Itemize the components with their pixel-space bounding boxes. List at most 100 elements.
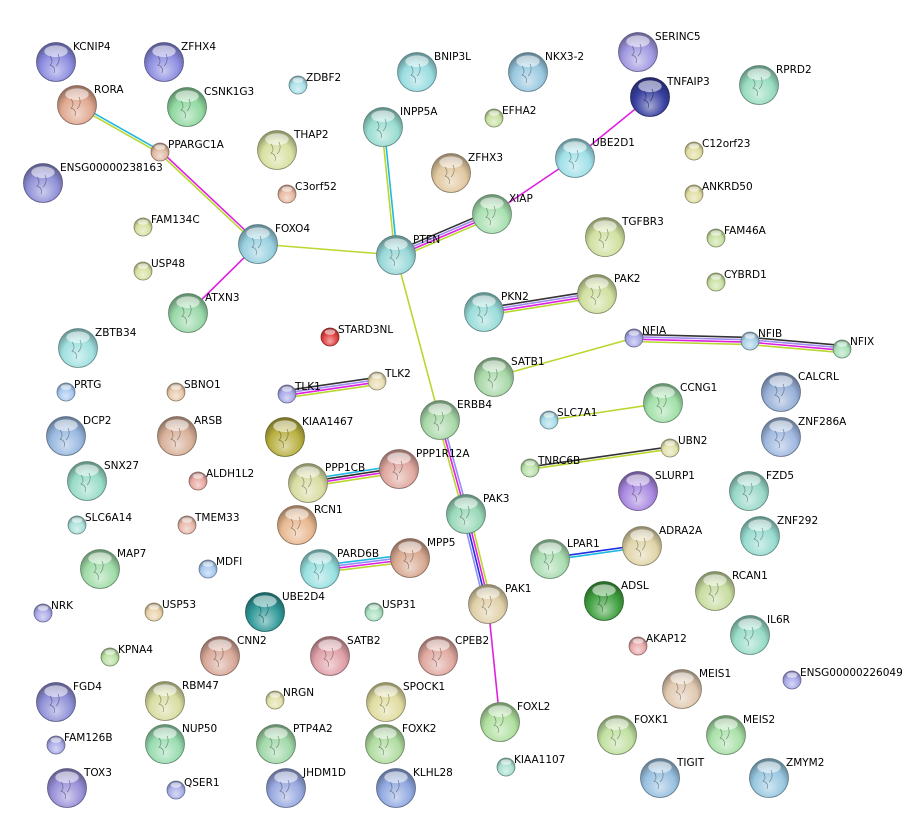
- node-jhdm1d[interactable]: JHDM1D: [266, 767, 346, 808]
- edge-nfia-nfib[interactable]: [633, 333, 751, 346]
- node-pkn2[interactable]: PKN2: [464, 291, 529, 332]
- edge-foxo4-pten[interactable]: [257, 243, 397, 256]
- node-arsb[interactable]: ARSB: [157, 415, 223, 456]
- node-meis2[interactable]: MEIS2: [706, 714, 776, 755]
- node-satb1[interactable]: SATB1: [474, 356, 545, 397]
- node-snx27[interactable]: SNX27: [67, 460, 140, 501]
- node-prtg[interactable]: PRTG: [56, 379, 101, 402]
- node-fzd5[interactable]: FZD5: [729, 470, 795, 511]
- node-znf286a[interactable]: ZNF286A: [761, 416, 848, 457]
- node-c3orf52[interactable]: C3orf52: [277, 181, 337, 204]
- node-calcrl[interactable]: CALCRL: [761, 371, 839, 412]
- node-rora[interactable]: RORA: [57, 84, 125, 125]
- node-spock1[interactable]: SPOCK1: [366, 681, 446, 722]
- node-nfix[interactable]: NFIX: [832, 336, 874, 359]
- edge-inpp5a-pten[interactable]: [381, 126, 398, 256]
- node-zfhx4[interactable]: ZFHX4: [144, 41, 217, 82]
- node-slc7a1[interactable]: SLC7A1: [539, 407, 597, 430]
- node-csnk1g3[interactable]: CSNK1G3: [167, 86, 255, 127]
- node-ube2d1[interactable]: UBE2D1: [555, 137, 635, 178]
- node-akap12[interactable]: AKAP12: [628, 633, 687, 656]
- node-pak3[interactable]: PAK3: [446, 493, 510, 534]
- node-xiap[interactable]: XIAP: [472, 193, 533, 234]
- node-fam126b[interactable]: FAM126B: [46, 732, 113, 755]
- node-ppp1r12a[interactable]: PPP1R12A: [379, 448, 471, 489]
- node-tigit[interactable]: TIGIT: [640, 757, 705, 798]
- node-erbb4[interactable]: ERBB4: [420, 399, 493, 440]
- node-ubn2[interactable]: UBN2: [660, 435, 707, 458]
- node-lpar1[interactable]: LPAR1: [530, 538, 600, 579]
- node-nup50[interactable]: NUP50: [145, 723, 218, 764]
- node-ccng1[interactable]: CCNG1: [643, 382, 718, 423]
- node-atxn3[interactable]: ATXN3: [168, 292, 240, 333]
- node-slurp1[interactable]: SLURP1: [618, 470, 696, 511]
- node-mdfi[interactable]: MDFI: [198, 556, 242, 579]
- node-dcp2[interactable]: DCP2: [46, 415, 112, 456]
- node-kcnip4[interactable]: KCNIP4: [36, 41, 111, 82]
- node-kpna4[interactable]: KPNA4: [100, 644, 153, 667]
- node-ptp4a2[interactable]: PTP4A2: [256, 723, 333, 764]
- edge-tlk1-tlk2[interactable]: [286, 376, 378, 399]
- node-nfib[interactable]: NFIB: [740, 328, 782, 351]
- node-tnrc6b[interactable]: TNRC6B: [520, 455, 580, 478]
- node-efha2[interactable]: EFHA2: [484, 105, 536, 128]
- node-rcan1[interactable]: RCAN1: [695, 570, 768, 611]
- node-ensg00000238163[interactable]: ENSG00000238163: [23, 162, 163, 203]
- node-zdbf2[interactable]: ZDBF2: [288, 72, 341, 95]
- edge-nfib-nfix[interactable]: [749, 336, 843, 354]
- node-satb2[interactable]: SATB2: [310, 635, 381, 676]
- node-nkx3-2[interactable]: NKX3-2: [508, 51, 585, 92]
- node-ube2d4[interactable]: UBE2D4: [245, 591, 326, 632]
- edge-ppargc1a-foxo4[interactable]: [158, 150, 260, 246]
- node-kiaa1467[interactable]: KIAA1467: [265, 416, 354, 457]
- node-usp31[interactable]: USP31: [364, 599, 416, 622]
- node-adsl[interactable]: ADSL: [584, 580, 649, 621]
- node-cnn2[interactable]: CNN2: [200, 635, 267, 676]
- edge-pten-erbb4[interactable]: [395, 254, 441, 421]
- node-meis1[interactable]: MEIS1: [662, 668, 732, 709]
- node-rbm47[interactable]: RBM47: [145, 680, 219, 721]
- node-tlk2[interactable]: TLK2: [367, 368, 411, 391]
- node-foxl2[interactable]: FOXL2: [480, 701, 551, 742]
- node-qser1[interactable]: QSER1: [166, 777, 220, 800]
- node-fam46a[interactable]: FAM46A: [706, 225, 767, 248]
- node-aldh1l2[interactable]: ALDH1L2: [188, 468, 254, 491]
- node-rcn1[interactable]: RCN1: [277, 504, 343, 545]
- node-rprd2[interactable]: RPRD2: [739, 64, 812, 105]
- node-sbno1[interactable]: SBNO1: [166, 379, 221, 402]
- node-stard3nl[interactable]: STARD3NL: [320, 324, 393, 347]
- node-fgd4[interactable]: FGD4: [36, 681, 103, 722]
- node-nrgn[interactable]: NRGN: [265, 687, 314, 710]
- node-znf292[interactable]: ZNF292: [740, 515, 819, 556]
- node-klhl28[interactable]: KLHL28: [376, 767, 453, 808]
- node-nrk[interactable]: NRK: [33, 600, 74, 623]
- node-zbtb34[interactable]: ZBTB34: [58, 327, 137, 368]
- node-cybrd1[interactable]: CYBRD1: [706, 269, 767, 292]
- node-ppp1cb[interactable]: PPP1CB: [288, 462, 366, 503]
- node-slc6a14[interactable]: SLC6A14: [67, 512, 132, 535]
- node-tnfaip3[interactable]: TNFAIP3: [630, 76, 710, 117]
- edge-tnrc6b-ubn2[interactable]: [529, 446, 671, 470]
- node-usp48[interactable]: USP48: [133, 258, 185, 281]
- node-pten[interactable]: PTEN: [376, 234, 441, 275]
- node-bnip3l[interactable]: BNIP3L: [397, 51, 472, 92]
- node-c12orf23[interactable]: C12orf23: [684, 138, 751, 161]
- node-usp53[interactable]: USP53: [144, 599, 196, 622]
- node-zmym2[interactable]: ZMYM2: [749, 757, 825, 798]
- node-ppargc1a[interactable]: PPARGC1A: [150, 139, 225, 162]
- node-tlk1[interactable]: TLK1: [277, 381, 321, 404]
- node-thap2[interactable]: THAP2: [257, 129, 329, 170]
- node-tmem33[interactable]: TMEM33: [177, 512, 240, 535]
- node-ensg00000226049[interactable]: ENSG00000226049: [782, 667, 903, 690]
- node-zfhx3[interactable]: ZFHX3: [431, 152, 504, 193]
- node-foxk2[interactable]: FOXK2: [365, 723, 437, 764]
- node-ankrd50[interactable]: ANKRD50: [684, 181, 753, 204]
- edge-satb1-nfia[interactable]: [493, 337, 635, 378]
- node-tgfbr3[interactable]: TGFBR3: [585, 216, 664, 257]
- node-fam134c[interactable]: FAM134C: [133, 214, 200, 237]
- node-foxk1[interactable]: FOXK1: [597, 714, 669, 755]
- node-adra2a[interactable]: ADRA2A: [622, 525, 704, 566]
- node-tox3[interactable]: TOX3: [47, 767, 112, 808]
- node-kiaa1107[interactable]: KIAA1107: [496, 754, 565, 777]
- node-pard6b[interactable]: PARD6B: [300, 548, 380, 589]
